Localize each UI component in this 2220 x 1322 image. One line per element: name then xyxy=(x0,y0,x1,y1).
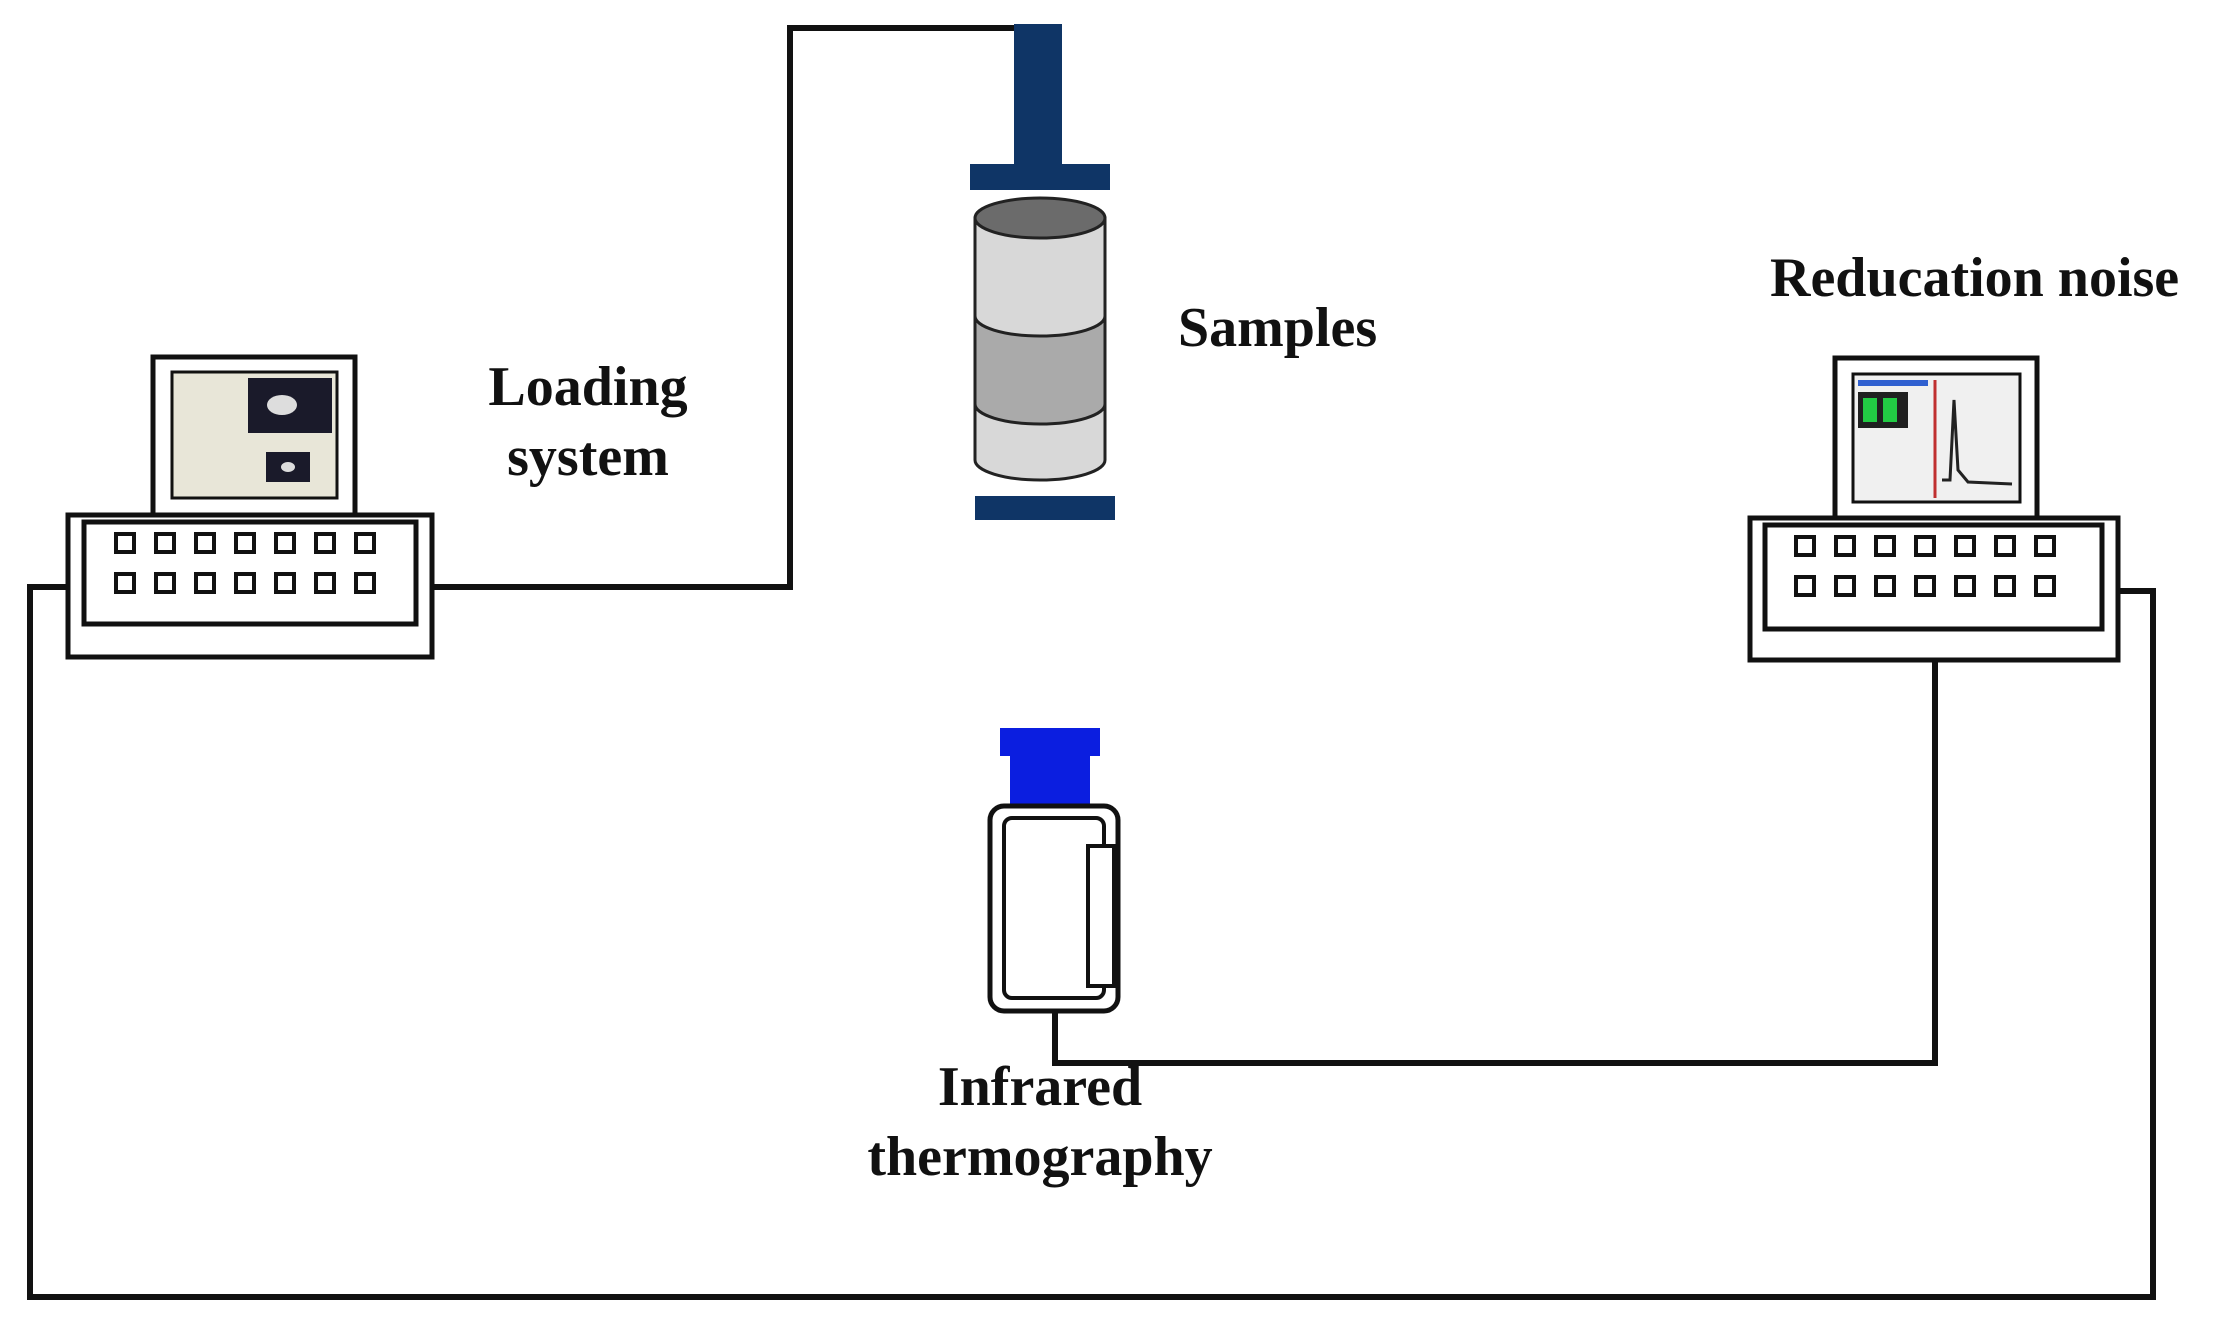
wire-camera-to-noise-computer xyxy=(1052,660,1938,1066)
samples-label: Samples xyxy=(1178,297,1378,359)
right-screen-spectrum-curve xyxy=(1942,399,2013,486)
press-rod xyxy=(1014,24,1062,174)
loading-system-label: Loading system xyxy=(488,356,688,488)
reducation-noise-label: Reducation noise xyxy=(1770,247,2180,309)
right-computer-icon xyxy=(1747,355,2121,663)
left-screen-sample-blob xyxy=(267,395,297,415)
right-screen-green-2 xyxy=(1883,398,1897,422)
right-screen-green-1 xyxy=(1863,398,1877,422)
right-screen-topbar xyxy=(1858,380,1928,386)
wire-loading-to-press xyxy=(432,25,1020,590)
sample-upper xyxy=(973,216,1107,338)
right-keyboard-keys xyxy=(1794,535,2056,597)
wire-left-to-right-loop xyxy=(27,584,2156,1300)
samples-icon xyxy=(973,196,1107,482)
left-screen-sample-blob-2 xyxy=(281,462,295,472)
infrared-camera-icon xyxy=(987,728,1121,1014)
left-computer-icon xyxy=(65,354,435,660)
camera-lens xyxy=(1000,728,1100,808)
left-keyboard-keys xyxy=(114,532,376,594)
press-top-plate xyxy=(970,164,1110,190)
loading-press-icon xyxy=(970,24,1115,520)
sample-top-face xyxy=(973,196,1107,240)
sample-lower xyxy=(973,402,1107,482)
press-bottom-plate xyxy=(975,496,1115,520)
sample-middle xyxy=(973,314,1107,426)
infrared-thermography-label: Infrared thermography xyxy=(867,1056,1213,1188)
connection-wires xyxy=(27,25,2156,1300)
camera-side-grip xyxy=(1086,844,1116,988)
